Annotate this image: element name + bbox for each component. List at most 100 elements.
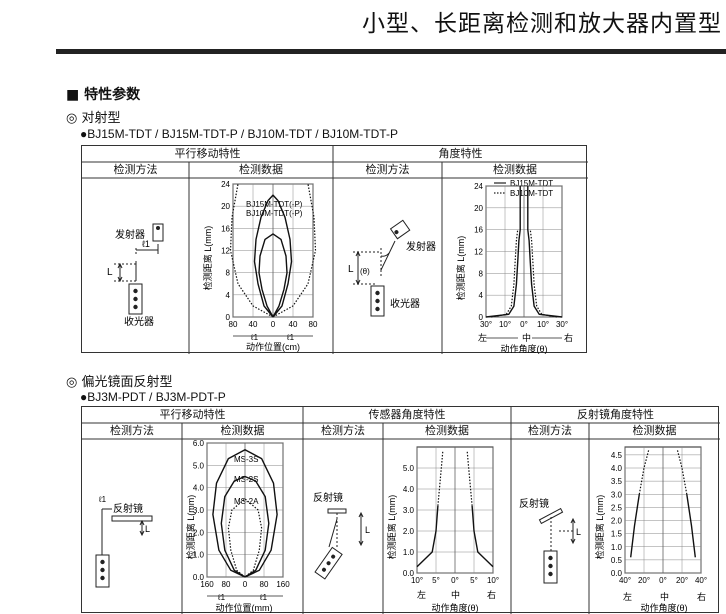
- x-tick-label: 0°: [659, 576, 667, 585]
- y-tick-label: 4: [479, 291, 484, 300]
- reflector-label: 反射镜: [519, 497, 549, 510]
- x-tick-label: 10°: [537, 320, 549, 329]
- x-tick-label: 30°: [556, 320, 568, 329]
- dir-center: 中: [522, 332, 531, 343]
- chart-ylabel: 检测距离 L(mm): [386, 495, 397, 560]
- method-diagram-parallel: 发射器 收光器 L ℓ1: [107, 223, 164, 328]
- y-tick-label: 5.0: [193, 461, 205, 470]
- col-data: 检测数据: [239, 163, 283, 176]
- polarized-heading: ◎ 偏光镜面反射型: [66, 371, 173, 390]
- y-tick-label: 1.0: [403, 548, 415, 557]
- x-tick-label: 20°: [676, 576, 688, 585]
- y-tick-label: 2.0: [611, 517, 623, 526]
- y-tick-label: 1.0: [611, 543, 623, 552]
- x-tick-label: 80: [309, 320, 318, 329]
- dir-left: 左: [417, 589, 426, 600]
- x-tick-label: 80: [229, 320, 238, 329]
- x-tick-label: 0: [243, 580, 248, 589]
- l1-label: ℓ1: [98, 495, 107, 504]
- y-tick-label: 3.0: [193, 506, 205, 515]
- y-tick-label: 0.0: [193, 573, 205, 582]
- reflector-icon: [111, 515, 153, 522]
- through-beam-models: ●BJ15M-TDT / BJ15M-TDT-P / BJ10M-TDT / B…: [80, 127, 398, 141]
- chart-polarized-reflector-angle: 检测距离 L(mm) 动作角度(θ) 左 中 右 0.00.51.01.52.0…: [594, 446, 707, 613]
- col-data: 检测数据: [493, 163, 537, 176]
- y-tick-label: 24: [221, 180, 230, 189]
- ell-label-left: ℓ1: [217, 593, 226, 602]
- method-diagram-angle: 发射器 收光器 L (θ): [348, 219, 436, 317]
- emitter-lens-icon: [156, 226, 160, 230]
- y-tick-label: 0.0: [403, 569, 415, 578]
- x-tick-label: 5°: [432, 576, 440, 585]
- polarized-grid: [82, 407, 720, 614]
- x-tick-label: 40°: [695, 576, 707, 585]
- L-label: L: [365, 525, 370, 535]
- chart-ylabel: 检测距离 L(mm): [594, 495, 605, 560]
- heading-title: 偏光镜面反射型: [81, 375, 173, 390]
- L-label: L: [145, 524, 150, 534]
- y-tick-label: 0: [226, 313, 231, 322]
- method-diagram-reflector-angle: 反射镜 L: [519, 497, 581, 584]
- chart-xlabel: 动作角度(θ): [432, 602, 479, 613]
- chart-xlabel: 动作位置(cm): [246, 341, 300, 352]
- reflector-label: 反射镜: [113, 502, 143, 515]
- chart-ylabel: 检测距离 L(mm): [455, 236, 466, 301]
- y-tick-label: 0.5: [611, 556, 623, 565]
- heading-marker: ◎: [66, 375, 78, 390]
- ms3s-label: MS-3S: [234, 455, 258, 464]
- x-tick-label: 40: [249, 320, 258, 329]
- chart-through-beam-angle: 检测距离 L(mm) 动作角度(θ) 左 中 右 BJ15M-TDT BJ10M…: [455, 179, 573, 354]
- series-line-0: [253, 194, 293, 318]
- y-tick-label: 20: [474, 204, 483, 213]
- ms2a-label: MS-2A: [234, 497, 259, 506]
- y-tick-label: 16: [474, 226, 483, 235]
- series-line-3: [529, 229, 558, 318]
- y-tick-label: 8: [479, 269, 484, 278]
- x-tick-label: 10°: [499, 320, 511, 329]
- col-method: 检测方法: [113, 163, 158, 176]
- y-tick-label: 6.0: [193, 439, 205, 448]
- section-title: 特性参数: [84, 87, 141, 103]
- series-line-1: [527, 186, 563, 318]
- x-tick-label: 160: [200, 580, 214, 589]
- y-tick-label: 2.0: [403, 527, 415, 536]
- through-beam-grid: [82, 146, 588, 354]
- y-tick-label: 4.0: [193, 484, 205, 493]
- method-diagram-pol-parallel: ℓ1 反射镜 L: [95, 495, 153, 588]
- L-label: L: [107, 267, 113, 278]
- chart-polarized-parallel: 检测距离 L(mm) 动作位置(mm) ℓ1 ℓ1 MS-3S MS-2S MS…: [185, 439, 290, 613]
- emitter-label: 发射器: [115, 228, 145, 241]
- x-tick-label: 0°: [451, 576, 459, 585]
- dir-right: 右: [487, 589, 496, 600]
- chart-polarized-sensor-angle: 检测距离 L(mm) 动作角度(θ) 左 中 右 0.01.02.03.04.0…: [386, 446, 499, 613]
- ell-label-right: ℓ1: [259, 593, 268, 602]
- y-tick-label: 3.0: [611, 490, 623, 499]
- dir-center: 中: [451, 589, 460, 600]
- dir-right: 右: [564, 332, 573, 343]
- series-line-2: [686, 494, 696, 558]
- series-line-0: [485, 186, 521, 318]
- legend-solid-label: BJ15M-TDT: [510, 179, 553, 188]
- series-line-0: [212, 448, 278, 578]
- col-method: 检测方法: [365, 163, 410, 176]
- y-tick-label: 3.0: [403, 506, 415, 515]
- x-tick-label: 160: [276, 580, 290, 589]
- y-tick-label: 8: [226, 269, 231, 278]
- dir-center: 中: [660, 591, 669, 602]
- ell-label-left: ℓ1: [250, 333, 259, 342]
- receiver-label: 收光器: [390, 297, 420, 310]
- y-tick-label: 16: [221, 224, 230, 233]
- ell-label-right: ℓ1: [286, 333, 295, 342]
- polarized-table: 平行移动特性 传感器角度特性 反射镜角度特性 检测方法 检测数据 检测方法 检测…: [81, 406, 720, 614]
- chart-ylabel: 检测距离 L(mm): [202, 226, 213, 291]
- x-tick-label: 10°: [411, 576, 423, 585]
- x-tick-label: 40°: [619, 576, 631, 585]
- series-line-3: [272, 183, 317, 318]
- polarized-models: ●BJ3M-PDT / BJ3M-PDT-P: [80, 390, 226, 404]
- group-parallel: 平行移动特性: [174, 147, 241, 160]
- group-angle: 角度特性: [438, 147, 483, 160]
- reflector-icon: [327, 508, 347, 514]
- col-data: 检测数据: [220, 424, 265, 437]
- chart-xlabel: 动作位置(mm): [216, 602, 273, 613]
- curve-label-10m: BJ10M-TDT(-P): [246, 209, 303, 218]
